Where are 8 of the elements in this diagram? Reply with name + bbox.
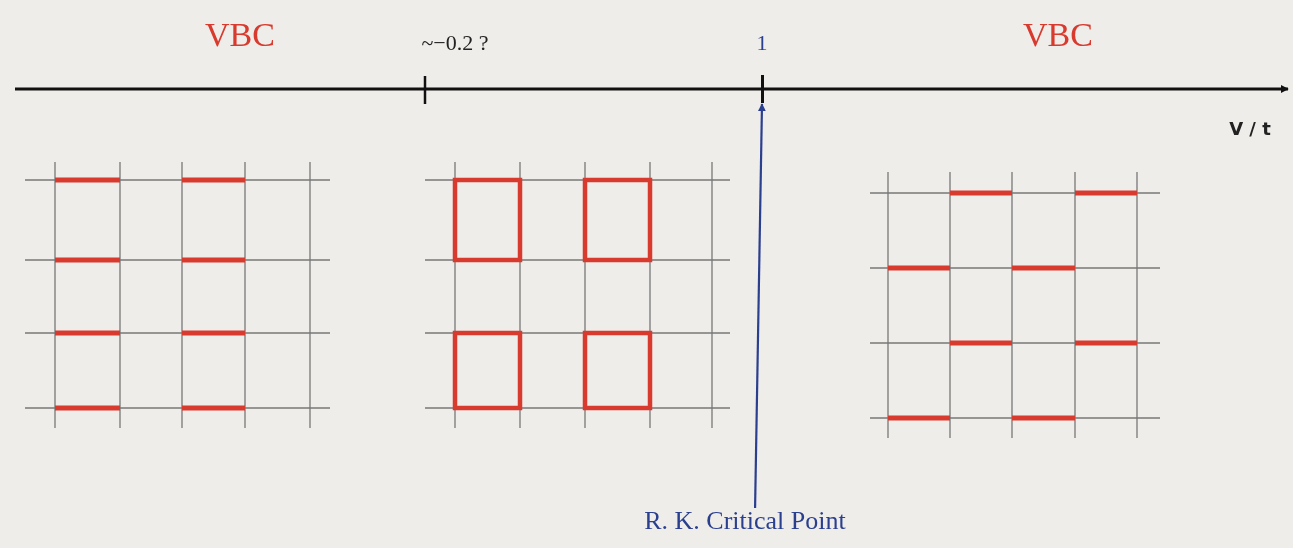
phase-label: VBC: [205, 16, 275, 54]
axis-title: V / t: [1229, 118, 1271, 139]
leader-line: [754, 103, 766, 508]
callout-text: R. K. Critical Point: [644, 506, 846, 536]
phase-label: VBC: [1023, 16, 1093, 54]
axis-value: ~−0.2 ?: [421, 30, 489, 56]
axis-value: 1: [756, 30, 768, 56]
tick-mark: [760, 75, 764, 103]
